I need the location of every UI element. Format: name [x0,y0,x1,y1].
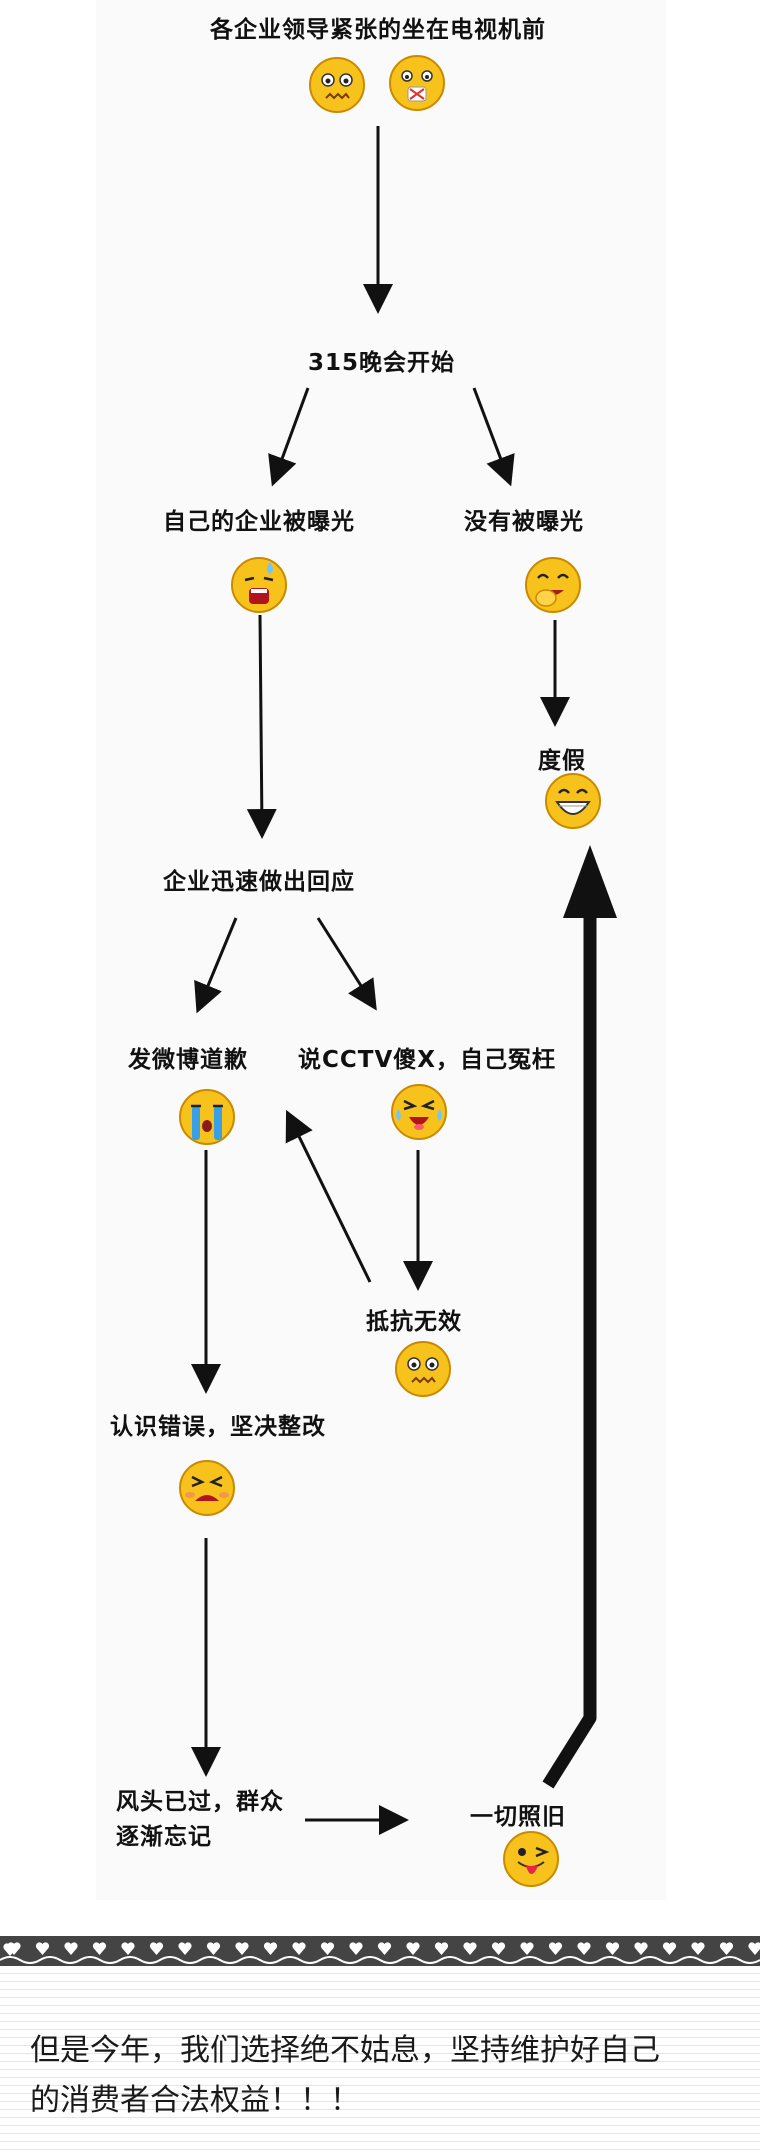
heart-icon [520,1942,534,1955]
heart-icon [491,1942,506,1955]
arrow-respond-to-blame [316,917,377,1011]
heart-icon [463,1942,477,1955]
zipped-mouth-face-icon [389,55,445,111]
heart-icon [434,1942,449,1955]
heart-icon [64,1942,78,1955]
node-gala: 315晚会开始 [308,350,456,376]
node-resist: 抵抗无效 [366,1309,462,1335]
heart-icon [206,1942,221,1955]
arrow-resist-to-apology [285,1109,372,1283]
heart-icon [406,1942,420,1955]
heart-icon [548,1942,563,1955]
heart-icon [634,1942,648,1955]
arrow-head-to-vacation [563,845,617,918]
heart-icon [178,1942,192,1955]
closing-line-2: 的消费者合法权益！！！ [30,2083,360,2118]
node-vacation: 度假 [538,748,586,774]
arrow-as-before-to-vacation [542,910,597,1789]
crying-face-icon [179,1089,235,1145]
heart-icon [691,1942,705,1955]
worried-face-icon [395,1341,451,1397]
frustrated-face-icon [179,1460,235,1516]
nervous-face-icon [309,57,365,113]
closing-line-1: 但是今年，我们选择绝不姑息，坚持维护好自己 [30,2033,660,2068]
arrow-respond-to-apology [194,917,238,1014]
arrow-exposed-to-respond [246,614,277,839]
heart-icon [748,1942,760,1955]
node-not-exposed: 没有被曝光 [464,509,584,535]
heart-icon [605,1942,620,1955]
grinning-face-icon [545,773,601,829]
sweating-shocked-face-icon [231,557,287,613]
node-as-before: 一切照旧 [470,1804,566,1830]
arrow-gala-to-exposed [268,387,310,487]
node-respond: 企业迅速做出回应 [163,869,355,895]
heart-icon [7,1942,21,1955]
flow-arrows [191,126,617,1835]
angry-tears-face-icon [391,1084,447,1140]
heart-icon [92,1942,107,1955]
heart-divider-pattern [0,1942,760,1966]
heart-icon [377,1942,392,1955]
heart-icon [719,1942,734,1955]
heart-icon [662,1942,677,1955]
node-start: 各企业领导紧张的坐在电视机前 [210,17,546,43]
heart-icon [149,1942,164,1955]
node-exposed: 自己的企业被曝光 [163,509,355,535]
heart-icon [349,1942,363,1955]
heart-icon [263,1942,278,1955]
heart-icon [577,1942,591,1955]
heart-icon [292,1942,306,1955]
winking-tongue-face-icon [503,1831,559,1887]
node-blame: 说CCTV傻X，自己冤枉 [298,1047,556,1073]
heart-icon [235,1942,249,1955]
node-fade-line2: 逐渐忘记 [116,1824,212,1850]
node-admit: 认识错误，坚决整改 [110,1414,326,1440]
node-fade-line1: 风头已过，群众 [116,1789,284,1815]
arrow-gala-to-not-exposed [472,387,515,487]
heart-icon [320,1942,335,1955]
heart-icon [121,1942,135,1955]
covering-mouth-laughing-face-icon [525,557,581,613]
lined-paper-section [0,1966,760,2156]
closing-statement: 但是今年，我们选择绝不姑息，坚持维护好自己 的消费者合法权益！！！ [30,2026,730,2126]
heart-divider [0,1936,760,1966]
flowchart-panel [96,0,666,1900]
node-apology: 发微博道歉 [128,1047,248,1073]
heart-icon [35,1942,50,1955]
